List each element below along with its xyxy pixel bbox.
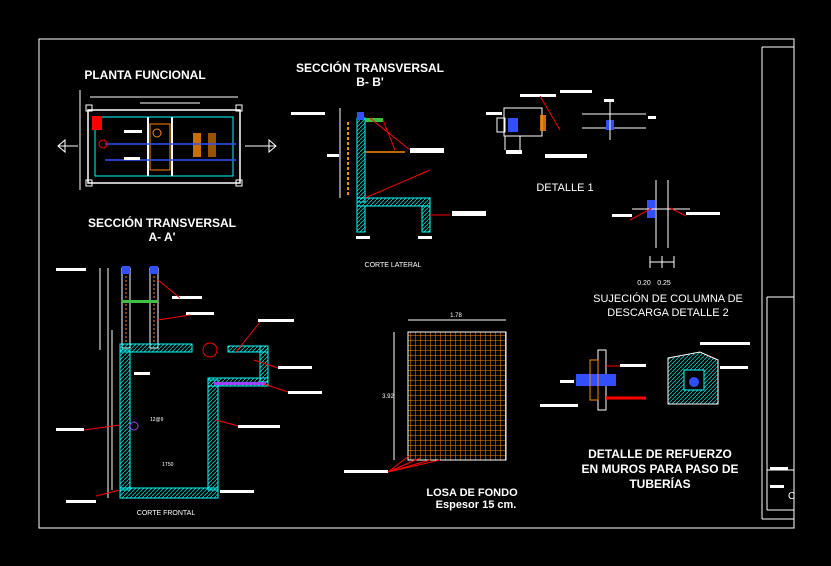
title-refuerzo-3: TUBERÍAS: [629, 476, 690, 491]
label-bar-1: 12@9: [150, 417, 164, 423]
dim-losa-width: 1.78: [450, 313, 462, 319]
title-seccion-bb-1: SECCIÓN TRANSVERSAL: [296, 60, 444, 75]
title-sujecion-1: SUJECIÓN DE COLUMNA DE: [593, 292, 743, 305]
losa-de-fondo: 1.78 3.92 LOSA DE FONDO Espesor 15 cm.: [344, 313, 518, 511]
dim-losa-height: 3.92: [382, 394, 394, 400]
dim-a: 0.20: [637, 280, 651, 287]
title-refuerzo-2: EN MUROS PARA PASO DE: [581, 462, 738, 476]
title-refuerzo-1: DETALLE DE REFUERZO: [588, 447, 732, 461]
label-bar-2: 1T50: [162, 462, 174, 468]
seccion-aa: SECCIÓN TRANSVERSAL A- A' 12@9 1T50: [56, 215, 322, 517]
detalle-1: DETALLE 1: [486, 90, 656, 194]
title-detalle-1: DETALLE 1: [536, 182, 593, 194]
detalle-refuerzo: DETALLE DE REFUERZO EN MUROS PARA PASO D…: [540, 342, 750, 491]
seccion-bb: SECCIÓN TRANSVERSAL B- B' CORTE LATERAL: [291, 60, 486, 269]
planta-funcional: PLANTA FUNCIONAL: [57, 68, 277, 190]
label-corte-frontal: CORTE FRONTAL: [137, 510, 196, 517]
title-losa-1: LOSA DE FONDO: [426, 487, 518, 499]
label-corte-lateral: CORTE LATERAL: [365, 262, 422, 269]
title-seccion-bb-2: B- B': [356, 75, 384, 89]
title-seccion-aa-1: SECCIÓN TRANSVERSAL: [88, 215, 236, 230]
title-losa-2: Espesor 15 cm.: [436, 499, 517, 511]
title-planta: PLANTA FUNCIONAL: [84, 68, 205, 82]
title-block-letter: C: [788, 491, 795, 502]
title-seccion-aa-2: A- A': [148, 230, 175, 244]
dim-b: 0.25: [657, 280, 671, 287]
title-sujecion-2: DESCARGA DETALLE 2: [607, 307, 728, 319]
sujecion-detalle-2: 0.20 0.25 SUJECIÓN DE COLUMNA DE DESCARG…: [593, 180, 743, 319]
